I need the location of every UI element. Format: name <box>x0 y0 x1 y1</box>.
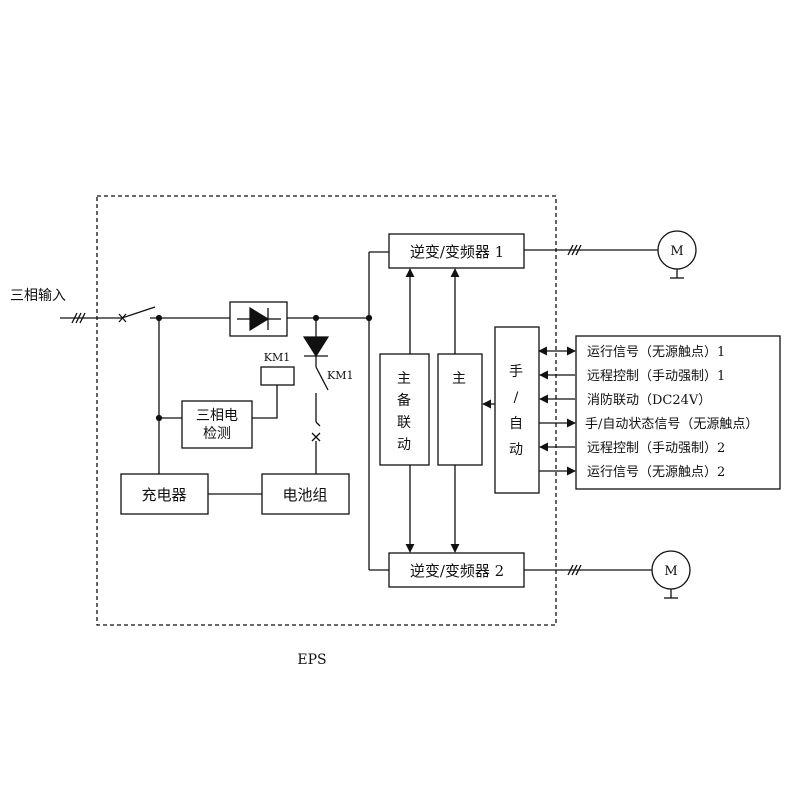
three-phase-input-label: 三相输入 <box>10 288 66 304</box>
phase-detect-label: 三相电 <box>196 408 238 424</box>
junction-dot <box>312 314 320 322</box>
inverter-1-label: 逆变/变频器 1 <box>410 243 504 261</box>
eps-label: EPS <box>297 652 326 668</box>
charger-label: 充电器 <box>141 486 186 504</box>
backup-link-char: 联 <box>397 415 411 431</box>
signal-item: 消防联动（DC24V） <box>587 392 711 408</box>
rectifier-box <box>229 301 288 337</box>
junction-dot <box>365 314 373 322</box>
signal-item: 运行信号（无源触点）1 <box>587 345 725 360</box>
junction-dot <box>155 314 163 322</box>
phase-detect-label: 检测 <box>203 426 231 442</box>
phase-detect-box <box>181 400 253 449</box>
backup-link-char: 备 <box>397 392 411 409</box>
backup-link-char: 动 <box>397 437 411 453</box>
inverter-2-label: 逆变/变频器 2 <box>410 562 504 580</box>
motor-2-line <box>524 564 652 576</box>
km1-contact-label: KM1 <box>327 369 353 382</box>
input-line <box>60 312 122 324</box>
main-box <box>437 353 483 466</box>
motor-1-line <box>524 244 658 256</box>
signal-item: 手/自动状态信号（无源触点） <box>585 417 758 432</box>
manual-auto-char: 动 <box>509 442 523 458</box>
junction-dot <box>155 414 163 422</box>
signal-item: 运行信号（无源触点）2 <box>587 465 725 480</box>
signal-box <box>575 335 781 490</box>
eps-boundary <box>96 195 557 626</box>
km1-diode <box>302 336 330 358</box>
manual-auto-char: 自 <box>509 416 523 432</box>
signal-item: 远程控制（手动强制）1 <box>587 369 725 384</box>
manual-auto-char: / <box>514 390 519 406</box>
km1-coil-label: KM1 <box>264 351 290 364</box>
manual-auto-box <box>494 326 540 494</box>
backup-link-box <box>379 353 430 466</box>
backup-link-char: 主 <box>397 371 411 387</box>
main-char: 主 <box>452 371 466 387</box>
motor-2-label: M <box>664 564 677 579</box>
km1-coil <box>260 366 295 386</box>
manual-auto-char: 手 <box>509 364 523 380</box>
inverter-1-box <box>388 233 525 269</box>
signal-item: 远程控制（手动强制）2 <box>587 441 725 456</box>
battery-label: 电池组 <box>282 486 327 504</box>
input-switch <box>118 306 230 323</box>
motor-1-label: M <box>670 244 683 259</box>
rectifier-diode <box>249 306 270 332</box>
